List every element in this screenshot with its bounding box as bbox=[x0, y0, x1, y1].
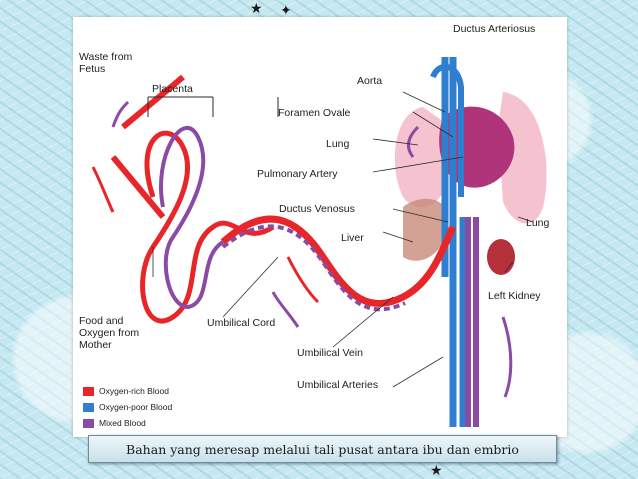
placenta-bracket bbox=[147, 96, 279, 117]
label-lung-right: Lung bbox=[526, 217, 550, 229]
umbilical-arteries-vessel bbox=[221, 224, 406, 312]
leader-lines bbox=[152, 91, 534, 388]
label-placenta: Placenta bbox=[152, 83, 193, 95]
label-ductus-arteriosus: Ductus Arteriosus bbox=[453, 23, 536, 35]
heart-shape bbox=[439, 106, 515, 188]
label-waste-from-fetus: Waste from Fetus bbox=[79, 51, 133, 75]
umbilical-vein-vessel bbox=[220, 215, 457, 307]
label-pulmonary-artery: Pulmonary Artery bbox=[257, 168, 338, 180]
legend-swatch bbox=[83, 386, 94, 396]
arrow-arteries-icon bbox=[501, 316, 513, 398]
slide-caption: Bahan yang meresap melalui tali pusat an… bbox=[88, 435, 557, 463]
arrow-oxygen-in-icon bbox=[91, 166, 115, 213]
label-ductus-venosus: Ductus Venosus bbox=[279, 203, 355, 215]
label-umbilical-vein: Umbilical Vein bbox=[297, 347, 363, 359]
star-decoration: ★ bbox=[250, 0, 263, 16]
label-left-kidney: Left Kidney bbox=[488, 290, 541, 302]
label-aorta: Aorta bbox=[357, 75, 383, 87]
diagram-panel: Waste from Fetus Placenta Ductus Arterio… bbox=[73, 17, 567, 437]
legend-mixed: Mixed Blood bbox=[83, 418, 146, 428]
placenta-vessel-purple bbox=[159, 126, 225, 310]
arrow-lung-icon bbox=[406, 125, 420, 158]
lung-right-shape bbox=[498, 92, 547, 224]
legend-oxygen-rich: Oxygen-rich Blood bbox=[83, 386, 169, 396]
descending-aorta-vessel bbox=[465, 217, 479, 427]
legend-swatch bbox=[83, 402, 94, 412]
legend-swatch bbox=[83, 418, 94, 428]
star-decoration: ✦ bbox=[280, 2, 292, 18]
lung-left-shape bbox=[394, 107, 451, 208]
arrow-waste-out-icon bbox=[111, 100, 130, 128]
label-liver: Liver bbox=[341, 232, 364, 244]
label-umbilical-arteries: Umbilical Arteries bbox=[297, 379, 379, 391]
kidney-shape bbox=[487, 239, 515, 275]
star-decoration: ★ bbox=[430, 462, 443, 478]
label-foramen-ovale: Foramen Ovale bbox=[278, 107, 351, 119]
aorta-vessel bbox=[430, 63, 464, 197]
label-lung-left: Lung bbox=[326, 138, 350, 150]
arrow-cord-return-icon bbox=[271, 291, 300, 328]
label-umbilical-cord: Umbilical Cord bbox=[207, 317, 276, 329]
fetal-circulation-diagram bbox=[91, 57, 547, 427]
arrow-cord-icon bbox=[286, 256, 320, 304]
legend-oxygen-poor: Oxygen-poor Blood bbox=[83, 402, 172, 412]
maternal-vessel bbox=[110, 74, 185, 219]
label-food-oxygen: Food and Oxygen from Mother bbox=[79, 315, 140, 351]
